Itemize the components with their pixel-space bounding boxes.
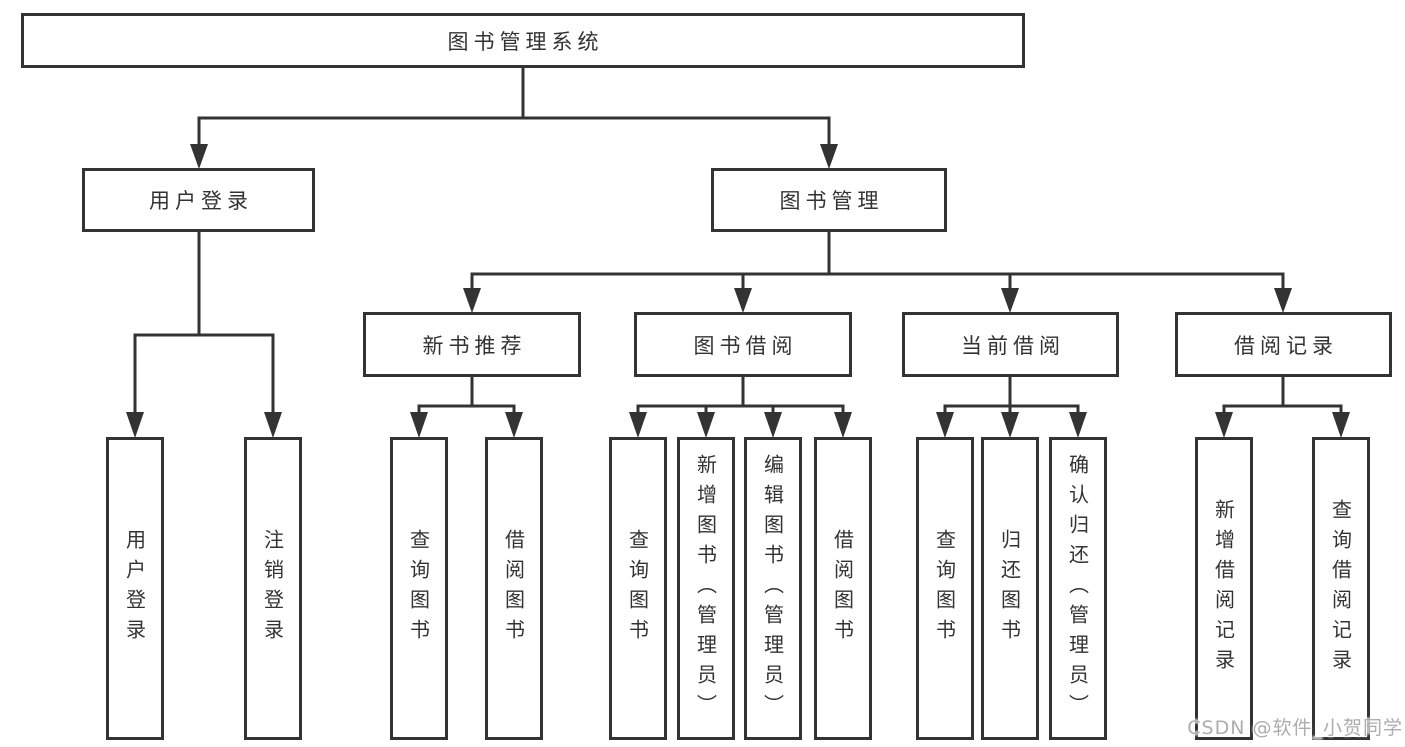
node-book-borrow-label: 图书借阅 (693, 333, 798, 358)
connector-root-to-level2 (190, 66, 838, 169)
node-book-mgmt-label: 图书管理 (779, 189, 884, 213)
node-leaf-add-book-admin-label: 新增图书（管理员） (693, 453, 718, 724)
node-leaf-confirm-return-admin-label: 确认归还（管理员） (1065, 453, 1090, 724)
node-leaf-user-login: 用户登录 (106, 437, 164, 740)
node-leaf-add-borrow-record: 新增借阅记录 (1195, 437, 1253, 740)
node-book-mgmt: 图书管理 (711, 168, 947, 232)
node-leaf-borrow-book-borrow: 借阅图书 (814, 437, 872, 740)
node-leaf-query-book-rec: 查询图书 (390, 437, 448, 740)
node-leaf-borrow-book-rec-label: 借阅图书 (501, 528, 526, 649)
node-leaf-query-borrow-record: 查询借阅记录 (1312, 437, 1370, 740)
csdn-watermark: CSDN @软件_小贺同学 (1187, 717, 1403, 739)
node-root: 图书管理系统 (21, 13, 1025, 68)
node-leaf-user-login-label: 用户登录 (122, 528, 147, 649)
connector-book-borrow-to-leaves (629, 375, 852, 438)
node-leaf-query-book-borrow-label: 查询图书 (625, 528, 650, 649)
node-leaf-edit-book-admin-label: 编辑图书（管理员） (760, 453, 785, 724)
node-borrow-records-label: 借阅记录 (1234, 333, 1338, 358)
node-borrow-records: 借阅记录 (1175, 312, 1392, 377)
node-leaf-return-book: 归还图书 (981, 437, 1039, 740)
node-new-book-rec-label: 新书推荐 (422, 333, 527, 358)
node-user-login-label: 用户登录 (149, 189, 253, 213)
node-user-login: 用户登录 (82, 168, 315, 232)
node-leaf-borrow-book-borrow-label: 借阅图书 (830, 528, 855, 649)
connector-user-login-to-leaves (126, 230, 282, 438)
node-current-borrow: 当前借阅 (902, 312, 1119, 377)
node-leaf-query-book-rec-label: 查询图书 (406, 528, 431, 649)
connector-new-book-rec-to-leaves (410, 375, 523, 438)
connector-borrow-records-to-leaves (1215, 375, 1350, 438)
node-leaf-query-book-current-label: 查询图书 (932, 528, 957, 649)
node-leaf-query-book-current: 查询图书 (916, 437, 974, 740)
node-leaf-logout-label: 注销登录 (260, 528, 285, 649)
connector-book-mgmt-to-level3 (463, 230, 1292, 313)
node-leaf-logout: 注销登录 (244, 437, 302, 740)
node-leaf-confirm-return-admin: 确认归还（管理员） (1049, 437, 1107, 740)
node-leaf-query-book-borrow: 查询图书 (609, 437, 667, 740)
node-leaf-query-borrow-record-label: 查询借阅记录 (1328, 498, 1353, 679)
node-root-label: 图书管理系统 (447, 29, 604, 54)
node-current-borrow-label: 当前借阅 (961, 333, 1065, 358)
node-new-book-rec: 新书推荐 (363, 312, 581, 377)
node-leaf-add-book-admin: 新增图书（管理员） (677, 437, 735, 740)
node-leaf-add-borrow-record-label: 新增借阅记录 (1211, 498, 1236, 679)
connector-current-borrow-to-leaves (936, 375, 1087, 438)
node-leaf-borrow-book-rec: 借阅图书 (485, 437, 543, 740)
node-leaf-return-book-label: 归还图书 (997, 528, 1022, 649)
node-leaf-edit-book-admin: 编辑图书（管理员） (744, 437, 802, 740)
node-book-borrow: 图书借阅 (634, 312, 852, 377)
